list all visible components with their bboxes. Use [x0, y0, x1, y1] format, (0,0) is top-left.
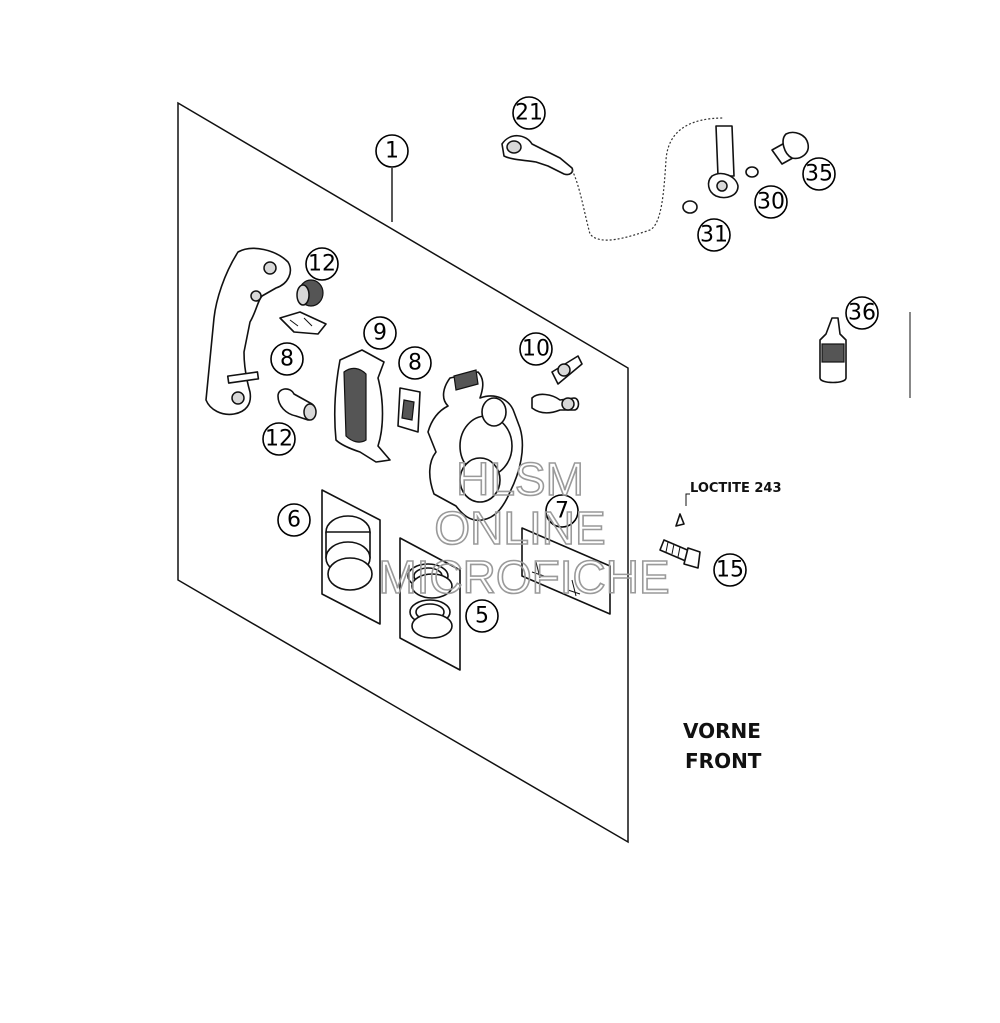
- piston-kit-6: [321, 489, 381, 625]
- watermark-line-3: MICROFICHE: [378, 551, 669, 603]
- callout-30: 30: [754, 185, 788, 219]
- brake-pad: [334, 349, 391, 463]
- banjo-bolt: [771, 131, 810, 165]
- kit-7: [521, 527, 611, 615]
- callout-21: 21: [512, 96, 546, 130]
- svg-text:9: 9: [373, 321, 387, 346]
- callout-15: 15: [713, 553, 747, 587]
- callout-6: 6: [277, 503, 311, 537]
- position-label-en: FRONT: [685, 749, 762, 773]
- callout-12-upper: 12: [305, 247, 339, 281]
- callout-31: 31: [697, 218, 731, 252]
- svg-text:10: 10: [522, 337, 550, 362]
- svg-text:8: 8: [280, 347, 294, 372]
- caliper-banjo-fitting: [531, 393, 580, 414]
- callout-7: 7: [545, 494, 579, 528]
- svg-text:30: 30: [757, 190, 785, 215]
- callout-8-left: 8: [270, 342, 304, 376]
- pad-spring-left: [279, 311, 327, 335]
- svg-text:21: 21: [515, 101, 543, 126]
- seal-kit-5: [399, 537, 461, 671]
- callout-12-lower: 12: [262, 422, 296, 456]
- loctite-label: LOCTITE 243: [690, 481, 782, 496]
- caliper-bracket: [205, 247, 292, 416]
- svg-text:5: 5: [475, 604, 489, 629]
- loctite-bottle: [819, 312, 911, 398]
- callout-8-right: 8: [398, 346, 432, 380]
- svg-text:8: 8: [408, 351, 422, 376]
- washer-31: [682, 200, 698, 214]
- brake-hose: [501, 117, 739, 241]
- svg-text:36: 36: [848, 301, 876, 326]
- callout-5: 5: [465, 599, 499, 633]
- svg-text:12: 12: [308, 252, 336, 277]
- callout-9: 9: [363, 316, 397, 350]
- svg-text:12: 12: [265, 427, 293, 452]
- svg-text:15: 15: [716, 558, 744, 583]
- guide-pin-lower: [277, 388, 317, 421]
- watermark-line-2: ONLINE: [434, 502, 605, 554]
- svg-text:35: 35: [805, 162, 833, 187]
- svg-text:7: 7: [555, 499, 569, 524]
- assembly-panel-outline: [177, 101, 629, 844]
- callout-36: 36: [845, 296, 879, 330]
- rubber-boot-upper: [296, 279, 324, 307]
- caliper-bolt: [659, 493, 701, 569]
- washer-30: [745, 166, 759, 178]
- bleeder-valve: [551, 355, 583, 385]
- svg-text:6: 6: [287, 508, 301, 533]
- position-label-de: VORNE: [683, 719, 761, 743]
- callout-35: 35: [802, 157, 836, 191]
- watermark-line-1: HLSM: [456, 453, 584, 505]
- caliper-body: [427, 369, 524, 522]
- svg-text:31: 31: [700, 223, 728, 248]
- pad-spring-right: [397, 387, 421, 433]
- svg-text:1: 1: [385, 139, 399, 164]
- callout-1: 1: [375, 134, 409, 168]
- callout-10: 10: [519, 332, 553, 366]
